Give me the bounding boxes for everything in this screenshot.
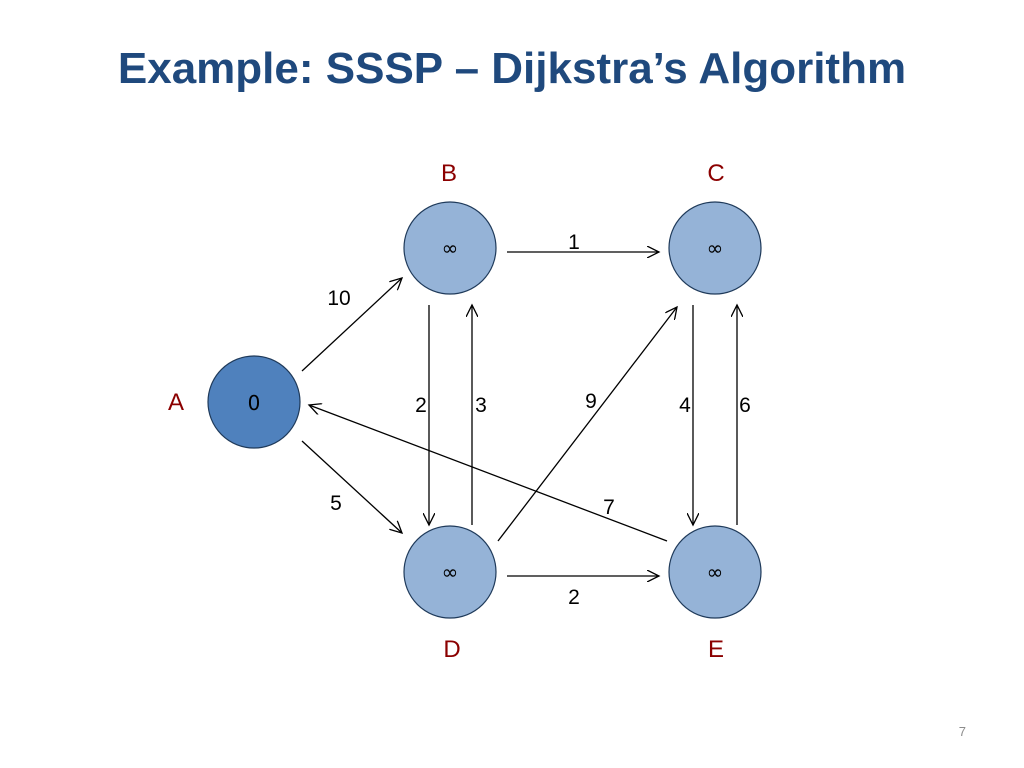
node-e-label: E (708, 636, 724, 663)
edge-weight-c-e: 4 (679, 394, 691, 417)
edge-weight-d-b: 3 (475, 394, 487, 417)
node-c-circle (668, 201, 762, 295)
edge-e-a (309, 405, 668, 542)
node-d: ∞ D (403, 525, 497, 663)
edge-weight-d-c: 9 (585, 390, 597, 413)
edge-weight-a-d: 5 (330, 492, 342, 515)
node-a-label: A (168, 389, 184, 416)
node-c-value: ∞ (707, 236, 724, 260)
node-d-circle (403, 525, 497, 619)
node-a-value: 0 (248, 391, 261, 415)
edges (301, 252, 737, 576)
edge-d-c (497, 307, 677, 542)
slide-title: Example: SSSP – Dijkstra’s Algorithm (117, 44, 907, 93)
page-number: 7 (958, 724, 966, 739)
edge-weight-b-d: 2 (415, 394, 427, 417)
edge-weight-e-a: 7 (603, 496, 615, 519)
node-b-circle (403, 201, 497, 295)
node-e: ∞ E (668, 525, 762, 663)
node-c-label: C (707, 160, 724, 187)
node-b: ∞ B (403, 160, 497, 295)
edge-weights: 10 5 1 2 3 9 4 6 7 2 (327, 231, 751, 609)
edge-a-d (301, 440, 402, 533)
node-e-value: ∞ (707, 560, 724, 584)
node-e-circle (668, 525, 762, 619)
node-a-circle (207, 355, 301, 449)
edge-a-b (301, 278, 402, 372)
node-b-label: B (441, 160, 457, 187)
node-b-value: ∞ (442, 236, 459, 260)
node-c: ∞ C (668, 160, 762, 295)
edge-weight-e-c: 6 (739, 394, 751, 417)
edge-weight-b-c: 1 (568, 231, 580, 254)
edge-weight-a-b: 10 (327, 287, 350, 310)
node-d-value: ∞ (442, 560, 459, 584)
edge-weight-d-e: 2 (568, 586, 580, 609)
node-d-label: D (443, 636, 460, 663)
nodes: 0 A ∞ B ∞ C ∞ D (168, 160, 762, 663)
node-a: 0 A (168, 355, 301, 449)
